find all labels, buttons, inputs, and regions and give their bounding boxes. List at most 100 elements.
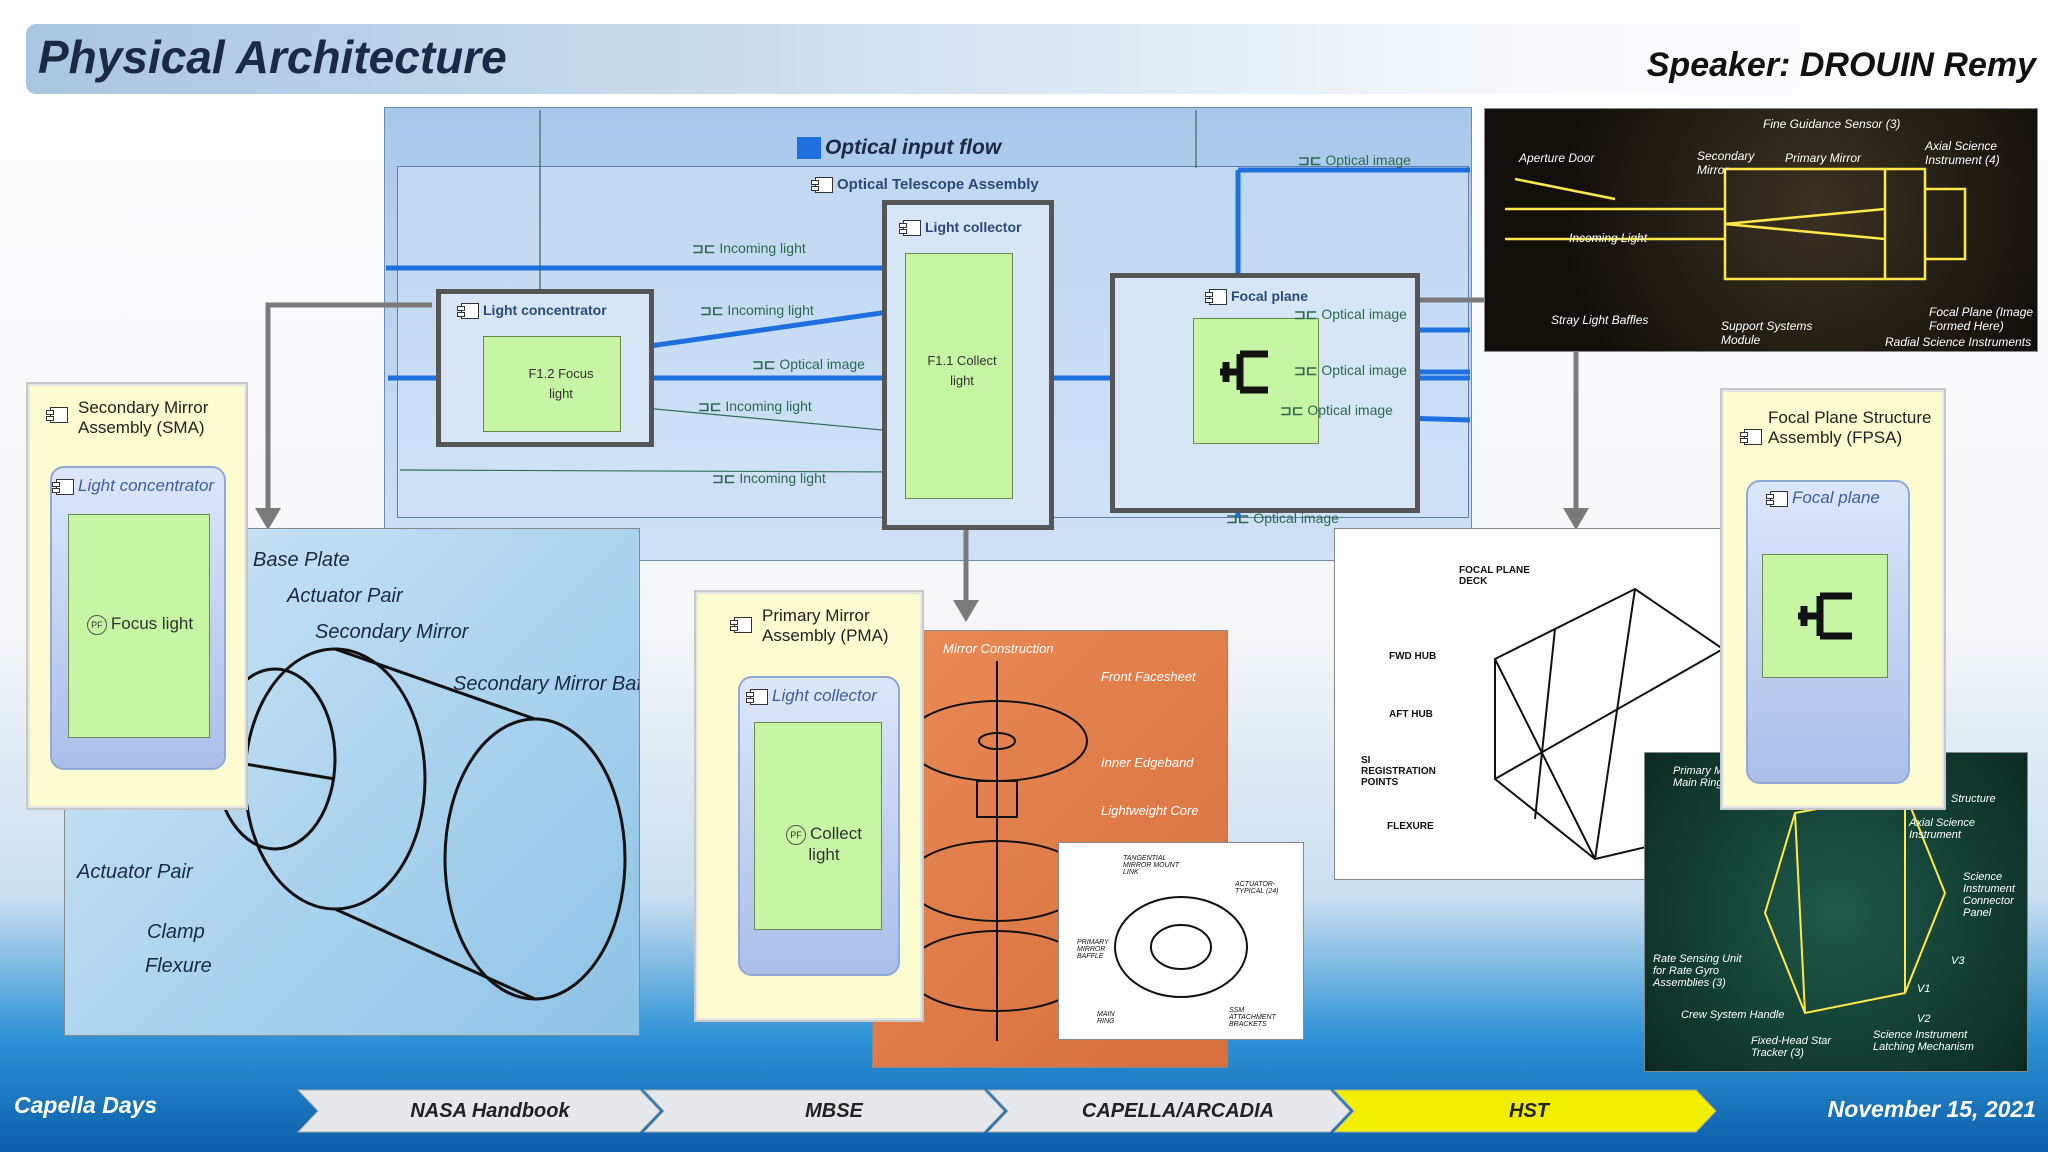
light-collector-box[interactable]: Light collector F1.1 Collect light bbox=[882, 200, 1054, 530]
sma-label-5: Clamp bbox=[147, 921, 205, 943]
footer-event-name: Capella Days bbox=[14, 1092, 158, 1118]
focus-light-function[interactable] bbox=[483, 336, 621, 432]
fpsa-label-2: Axial Science Instrument bbox=[1909, 817, 1976, 841]
step-hst[interactable]: HST bbox=[1509, 1099, 1549, 1122]
fpsa-label-1: Structure bbox=[1951, 793, 1996, 805]
title-bar bbox=[26, 24, 2036, 94]
flow-label-optical-1: ⊐⊏ Optical image bbox=[752, 356, 865, 372]
exchange-icon: ⊐⊏ bbox=[1280, 402, 1308, 418]
mirror-label-1: Front Facesheet bbox=[1101, 669, 1196, 684]
component-icon bbox=[1766, 490, 1788, 507]
sma-panel-title: Secondary Mirror Assembly (SMA) bbox=[78, 398, 209, 437]
sma-light-concentrator-label: Light concentrator bbox=[52, 476, 214, 496]
flow-title-text: Optical input flow bbox=[825, 136, 1002, 159]
mirror-mount-drawing: TANGENTIAL MIRROR MOUNT LINK ACTUATOR-TY… bbox=[1058, 842, 1304, 1040]
hst-label-0: Fine Guidance Sensor (3) bbox=[1763, 117, 1901, 131]
mirror-mount-art bbox=[1114, 896, 1248, 998]
sma-label-1: Actuator Pair bbox=[287, 585, 403, 607]
footer-date: November 15, 2021 bbox=[1827, 1096, 2036, 1122]
light-collector-label: Light collector bbox=[899, 219, 1021, 237]
fpsa-panel-title: Focal Plane Structure Assembly (FPSA) bbox=[1768, 408, 1932, 447]
light-concentrator-label: Light concentrator bbox=[457, 302, 607, 320]
hst-label-8: Focal Plane (Image Formed Here) bbox=[1929, 305, 2034, 333]
hst-schematic bbox=[1505, 167, 1967, 281]
mount-label-4: SSM ATTACHMENT BRACKETS bbox=[1229, 1007, 1276, 1028]
pma-panel-title: Primary Mirror Assembly (PMA) bbox=[762, 606, 889, 645]
pma-light-collector-label: Light collector bbox=[746, 686, 877, 706]
hst-label-2: Aperture Door bbox=[1519, 151, 1595, 165]
hst-label-6: Stray Light Baffles bbox=[1551, 313, 1649, 327]
step-capella-arcadia[interactable]: CAPELLA/ARCADIA bbox=[1081, 1099, 1275, 1122]
flow-label-incoming-2: ⊐⊏ Incoming light bbox=[700, 302, 814, 318]
hst-label-7: Support Systems Module bbox=[1721, 319, 1813, 347]
sma-label-4: Actuator Pair bbox=[77, 861, 193, 883]
focal-plane-label: Focal plane bbox=[1205, 288, 1308, 306]
sma-panel[interactable]: Secondary Mirror Assembly (SMA) Light co… bbox=[28, 384, 246, 808]
exchange-icon: ⊐⊏ bbox=[1298, 152, 1326, 168]
flow-label-optical-2: ⊐⊏ Optical image bbox=[1298, 152, 1411, 168]
fpsa-label-4: Rate Sensing Unit for Rate Gyro Assembli… bbox=[1653, 953, 1742, 989]
deck-label-1: FWD HUB bbox=[1389, 651, 1437, 662]
component-icon bbox=[899, 220, 921, 237]
fpsa-focal-plane-label: Focal plane bbox=[1766, 488, 1880, 508]
hst-label-1: Axial Science Instrument (4) bbox=[1925, 139, 2000, 167]
sma-label-2: Secondary Mirror bbox=[315, 621, 469, 643]
fpsa-label-3: Science Instrument Connector Panel bbox=[1963, 871, 2015, 919]
flow-label-incoming-3: ⊐⊏ Incoming light bbox=[698, 398, 812, 414]
component-icon bbox=[1205, 289, 1227, 306]
flow-label-incoming-1: ⊐⊏ Incoming light bbox=[692, 240, 806, 256]
fpsa-label-10: V2 bbox=[1917, 1013, 1931, 1025]
mount-label-0: TANGENTIAL MIRROR MOUNT LINK bbox=[1123, 855, 1179, 876]
exchange-icon: ⊐⊏ bbox=[700, 302, 728, 318]
focal-plane-deck-drawing: FOCAL PLANE DECK FWD HUB AFT HUB SI REGI… bbox=[1334, 528, 1724, 880]
deck-label-4: FLEXURE bbox=[1387, 821, 1434, 832]
sma-label-0: Base Plate bbox=[253, 549, 350, 571]
page-title: Physical Architecture bbox=[38, 31, 507, 83]
exchange-icon: ⊐⊏ bbox=[712, 470, 740, 486]
fpsa-assembly-icon bbox=[1740, 428, 1766, 446]
hst-label-9: Radial Science Instruments bbox=[1885, 335, 2032, 349]
light-concentrator-box[interactable]: Light concentrator F1.2 Focus light bbox=[436, 289, 654, 447]
component-icon bbox=[746, 688, 768, 705]
focal-plane-split-icon bbox=[1220, 350, 1268, 394]
deck-label-3: SI REGISTRATION POINTS bbox=[1361, 755, 1436, 788]
fpsa-label-7: Science Instrument Latching Mechanism bbox=[1873, 1029, 1974, 1053]
pf-icon: PF bbox=[786, 824, 807, 845]
flow-color-swatch bbox=[797, 137, 821, 160]
hst-label-5: Incoming Light bbox=[1569, 231, 1648, 245]
hst-label-3: Secondary Mirror bbox=[1697, 149, 1755, 177]
component-icon bbox=[52, 478, 74, 495]
deck-label-0: FOCAL PLANE DECK bbox=[1459, 565, 1530, 587]
sma-label-6: Flexure bbox=[145, 955, 212, 977]
hst-label-4: Primary Mirror bbox=[1785, 151, 1861, 165]
exchange-icon: ⊐⊏ bbox=[1226, 510, 1254, 526]
fpsa-split-icon bbox=[1798, 592, 1852, 640]
sma-label-3: Secondary Mirror Baffle bbox=[453, 673, 640, 695]
flow-label-optical-6: ⊐⊏ Optical image bbox=[1226, 510, 1339, 526]
mirror-label-2: Inner Edgeband bbox=[1101, 755, 1194, 770]
flow-label-optical-3: ⊐⊏ Optical image bbox=[1294, 306, 1407, 322]
mount-label-3: MAIN RING bbox=[1097, 1011, 1115, 1025]
exchange-icon: ⊐⊏ bbox=[752, 356, 780, 372]
fpsa-focal-plane-function[interactable] bbox=[1762, 554, 1888, 678]
exchange-icon: ⊐⊏ bbox=[692, 240, 720, 256]
mount-label-2: PRIMARY MIRROR BAFFLE bbox=[1077, 939, 1109, 960]
component-icon bbox=[811, 177, 833, 194]
fpsa-panel[interactable]: Focal Plane Structure Assembly (FPSA) Fo… bbox=[1722, 390, 1944, 808]
flow-label-optical-5: ⊐⊏ Optical image bbox=[1280, 402, 1393, 418]
step-nasa-handbook[interactable]: NASA Handbook bbox=[410, 1099, 570, 1122]
pma-panel[interactable]: Primary Mirror Assembly (PMA) Light coll… bbox=[696, 592, 922, 1020]
step-mbse[interactable]: MBSE bbox=[805, 1099, 863, 1122]
pma-collect-light-function[interactable] bbox=[754, 722, 882, 930]
focal-plane-function[interactable] bbox=[1193, 318, 1319, 444]
collect-light-function[interactable] bbox=[905, 253, 1013, 499]
sma-assembly-icon bbox=[46, 406, 72, 424]
speaker-label: Speaker: DROUIN Remy bbox=[1646, 46, 2036, 84]
mount-label-1: ACTUATOR-TYPICAL (24) bbox=[1235, 881, 1279, 895]
component-icon bbox=[457, 303, 479, 320]
mirror-label-0: Mirror Construction bbox=[943, 641, 1054, 656]
exchange-icon: ⊐⊏ bbox=[1294, 362, 1322, 378]
